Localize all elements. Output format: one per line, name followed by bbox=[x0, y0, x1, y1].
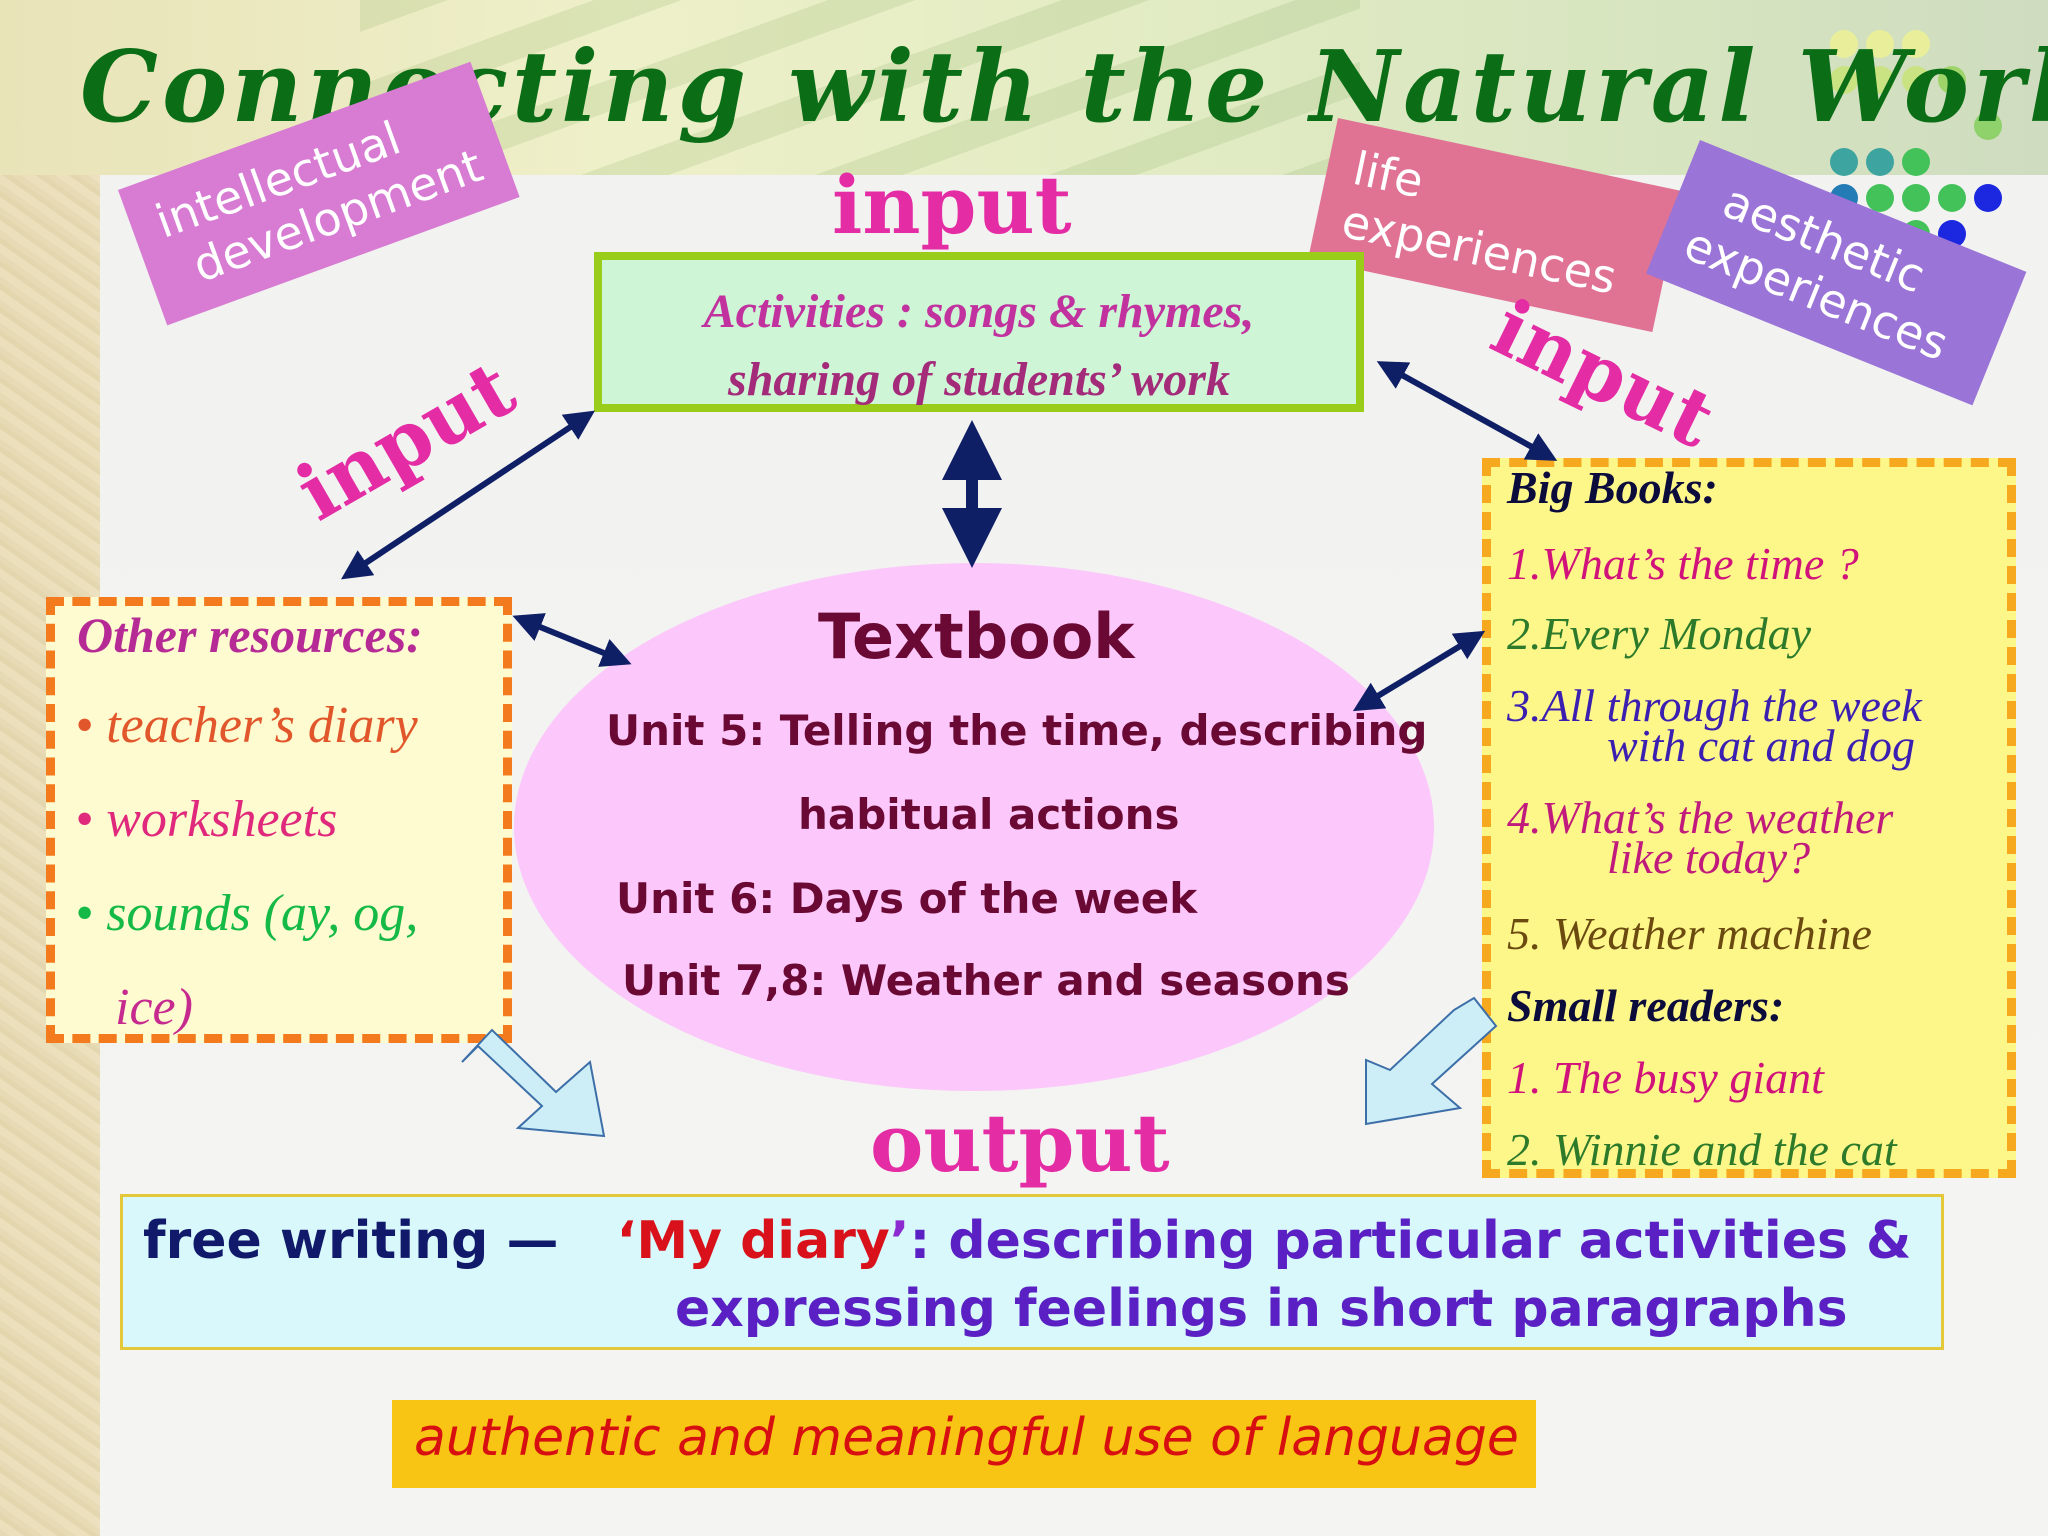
output-line-2: expressing feelings in short paragraphs bbox=[675, 1279, 1848, 1339]
other-resources-heading: Other resources: bbox=[77, 607, 423, 663]
resource-text: ice) bbox=[115, 979, 193, 1036]
arrow-activities-resources bbox=[341, 410, 595, 580]
block-arrow-left bbox=[461, 1028, 606, 1138]
small-reader-item: 2. Winnie and the cat bbox=[1507, 1124, 1897, 1175]
resource-item: • teacher’s diary bbox=[75, 696, 418, 755]
resource-text: sounds (ay, og, bbox=[106, 885, 419, 942]
arrow-textbook-bigbooks bbox=[1352, 630, 1486, 712]
dot bbox=[1902, 66, 1930, 94]
small-reader-item: 1. The busy giant bbox=[1507, 1052, 1824, 1103]
dot bbox=[1938, 66, 1966, 94]
activities-line-2: sharing of students’ work bbox=[728, 353, 1230, 406]
output-line-1: free writing — ‘My diary’: describing pa… bbox=[143, 1211, 1911, 1271]
label-output: output bbox=[870, 1096, 1170, 1190]
textbook-title: Textbook bbox=[818, 600, 1135, 673]
resource-item: ice) bbox=[115, 978, 193, 1037]
textbook-ellipse bbox=[514, 563, 1434, 1091]
dot bbox=[1866, 148, 1894, 176]
big-book-item: 4.What’s the weather bbox=[1507, 792, 1894, 843]
dot bbox=[1974, 112, 2002, 140]
activities-box: Activities : songs & rhymes, sharing of … bbox=[594, 252, 1364, 412]
small-readers-heading: Small readers: bbox=[1507, 980, 1785, 1031]
big-books-box: Big Books: 1.What’s the time ? 2.Every M… bbox=[1482, 458, 2016, 1178]
big-books-heading: Big Books: bbox=[1507, 462, 1718, 513]
activities-line-1: Activities : songs & rhymes, bbox=[703, 285, 1255, 338]
header-foliage bbox=[360, 0, 1360, 175]
dot bbox=[1866, 184, 1894, 212]
dot bbox=[1866, 30, 1894, 58]
big-book-item: like today? bbox=[1607, 832, 1811, 883]
dot bbox=[1866, 66, 1894, 94]
output-box: free writing — ‘My diary’: describing pa… bbox=[120, 1194, 1944, 1350]
dot bbox=[1902, 148, 1930, 176]
big-book-item: 1.What’s the time ? bbox=[1507, 538, 1859, 589]
dot bbox=[1902, 30, 1930, 58]
dot bbox=[1830, 66, 1858, 94]
resource-text: teacher’s diary bbox=[106, 697, 418, 754]
description-text: : describing particular activities & bbox=[909, 1211, 1912, 1271]
diary-text: diary bbox=[740, 1211, 890, 1271]
label-input-top: input bbox=[832, 158, 1072, 252]
footer-text: authentic and meaningful use of language bbox=[414, 1408, 1519, 1468]
textbook-line: Unit 6: Days of the week bbox=[616, 874, 1198, 923]
resource-item: • sounds (ay, og, bbox=[75, 884, 418, 943]
dot bbox=[1974, 184, 2002, 212]
bullet: • bbox=[75, 697, 94, 754]
big-book-item: 3.All through the week bbox=[1507, 680, 1922, 731]
arrow-activities-bigbooks bbox=[1376, 361, 1558, 461]
dot bbox=[1830, 148, 1858, 176]
textbook-line: Unit 5: Telling the time, describing bbox=[606, 706, 1428, 755]
block-arrow-right bbox=[1365, 996, 1498, 1126]
dot bbox=[1938, 184, 1966, 212]
quote-text: ’ bbox=[889, 1211, 910, 1271]
dot bbox=[1830, 30, 1858, 58]
my-text: ‘My bbox=[616, 1211, 722, 1271]
big-book-item: 5. Weather machine bbox=[1507, 908, 1872, 959]
footer-banner: authentic and meaningful use of language bbox=[392, 1400, 1536, 1488]
bullet: • bbox=[75, 885, 94, 942]
textbook-line: Unit 7,8: Weather and seasons bbox=[622, 956, 1350, 1005]
arrow-resources-textbook bbox=[512, 613, 632, 667]
free-writing-text: free writing — bbox=[143, 1211, 559, 1271]
dot bbox=[1902, 184, 1930, 212]
other-resources-box: Other resources: • teacher’s diary • wor… bbox=[46, 597, 512, 1043]
big-book-item: with cat and dog bbox=[1607, 720, 1915, 771]
big-book-item: 2.Every Monday bbox=[1507, 608, 1811, 659]
bullet: • bbox=[75, 791, 94, 848]
resource-item: • worksheets bbox=[75, 790, 337, 849]
resource-text: worksheets bbox=[106, 791, 338, 848]
textbook-line: habitual actions bbox=[798, 790, 1180, 839]
